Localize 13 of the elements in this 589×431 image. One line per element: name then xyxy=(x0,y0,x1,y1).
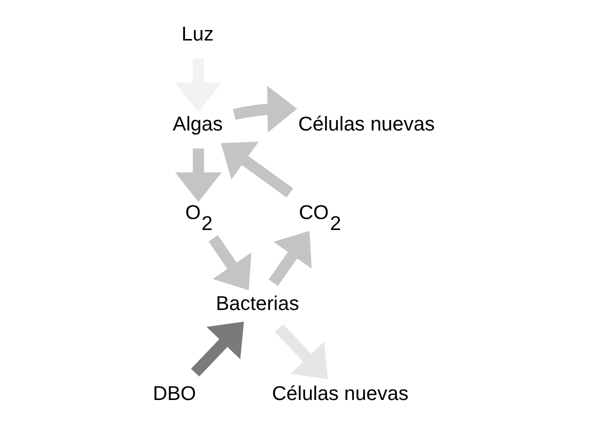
node-text: Luz xyxy=(182,24,214,46)
arrow xyxy=(191,322,244,376)
arrow xyxy=(208,235,252,290)
node-text: Células nuevas xyxy=(298,113,435,136)
node-text: Bacterias xyxy=(216,293,300,316)
arrow xyxy=(233,86,298,132)
node-text: Algas xyxy=(172,113,223,136)
arrow xyxy=(220,142,294,198)
arrow xyxy=(268,230,312,286)
node-text: DBO xyxy=(152,382,196,405)
node-text: Células nuevas xyxy=(272,382,408,405)
arrow xyxy=(274,324,328,380)
arrow xyxy=(175,148,222,202)
